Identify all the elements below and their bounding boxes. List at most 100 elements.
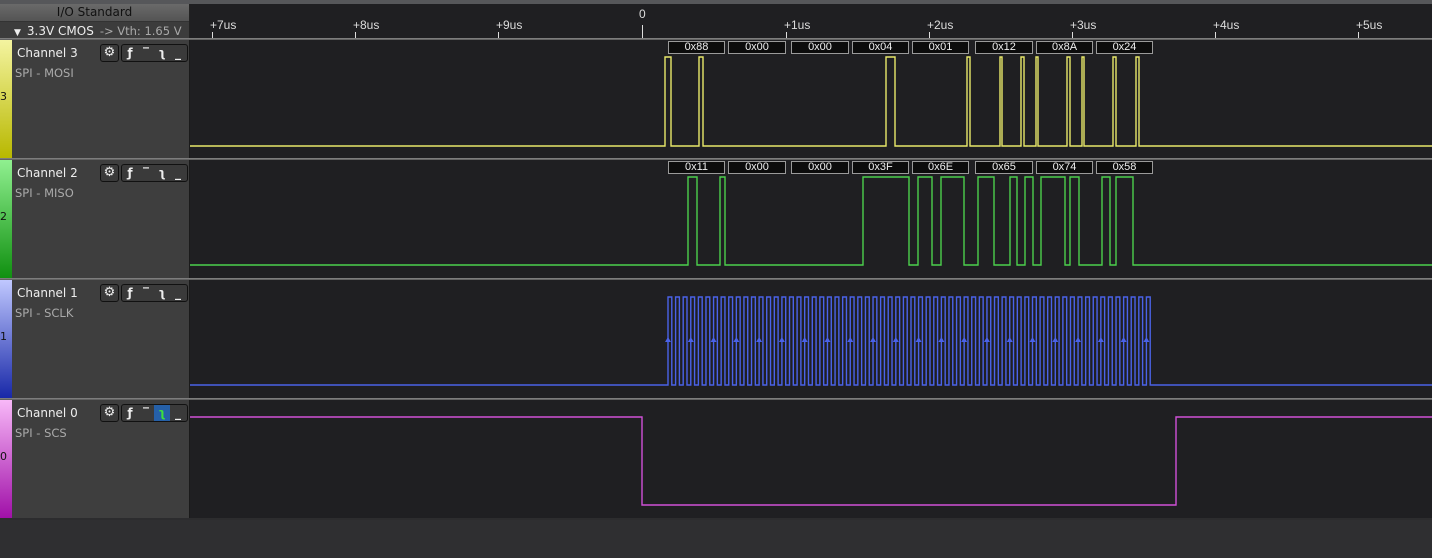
waveform-mosi bbox=[190, 56, 1432, 147]
channel-separator[interactable] bbox=[0, 278, 1432, 280]
low-level-trigger-icon[interactable]: _ bbox=[175, 286, 181, 300]
io-standard-value: 3.3V CMOS bbox=[26, 24, 94, 38]
decoded-byte-label[interactable]: 0x04 bbox=[852, 41, 909, 54]
falling-edge-trigger-icon[interactable]: ʅ bbox=[158, 46, 166, 60]
gear-icon: ⚙ bbox=[103, 285, 116, 300]
decoded-byte-label[interactable]: 0x01 bbox=[912, 41, 969, 54]
decoded-byte-label[interactable]: 0x74 bbox=[1036, 161, 1093, 174]
ruler-tick bbox=[1358, 32, 1359, 39]
channel-analyzer-label: SPI - MOSI bbox=[15, 66, 74, 80]
channel-settings-button[interactable]: ⚙ bbox=[100, 44, 119, 62]
decoded-byte-label[interactable]: 0x58 bbox=[1096, 161, 1153, 174]
low-level-trigger-icon[interactable]: _ bbox=[175, 166, 181, 180]
ruler-tick bbox=[498, 32, 499, 39]
decoded-byte-label[interactable]: 0x24 bbox=[1096, 41, 1153, 54]
decoded-byte-label[interactable]: 0x12 bbox=[975, 41, 1033, 54]
channel-analyzer-label: SPI - SCS bbox=[15, 426, 67, 440]
channel-separator[interactable] bbox=[0, 158, 1432, 160]
rising-edge-trigger-icon[interactable]: ƒ bbox=[127, 166, 133, 180]
high-level-trigger-icon[interactable]: ‾ bbox=[143, 166, 149, 180]
ruler-tick-label: +9us bbox=[496, 18, 523, 32]
channel-index: 2 bbox=[0, 210, 7, 223]
ruler-tick bbox=[212, 32, 213, 39]
channel-label-panel[interactable]: 1 Channel 1 SPI - SCLK ⚙ ƒ ‾ ʅ _ bbox=[0, 280, 190, 398]
ruler-tick-label: +1us bbox=[784, 18, 811, 32]
high-level-trigger-icon[interactable]: ‾ bbox=[143, 286, 149, 300]
channel-separator[interactable] bbox=[0, 398, 1432, 400]
io-standard-header: I/O Standard ▼3.3V CMOS-> Vth: 1.65 V bbox=[0, 4, 190, 40]
channel-index: 3 bbox=[0, 90, 7, 103]
channel-settings-button[interactable]: ⚙ bbox=[100, 164, 119, 182]
waveform-sclk bbox=[190, 296, 1432, 386]
channel-label-panel[interactable]: 3 Channel 3 SPI - MOSI ⚙ ƒ ‾ ʅ _ bbox=[0, 40, 190, 158]
low-level-trigger-icon[interactable]: _ bbox=[175, 46, 181, 60]
channel-color-strip bbox=[0, 280, 12, 398]
channel-name[interactable]: Channel 3 bbox=[17, 46, 78, 60]
decoded-byte-label[interactable]: 0x00 bbox=[728, 41, 786, 54]
decoded-byte-label[interactable]: 0x88 bbox=[668, 41, 725, 54]
decoded-byte-label[interactable]: 0x8A bbox=[1036, 41, 1093, 54]
waveform-scs bbox=[190, 416, 1432, 506]
rising-edge-trigger-icon[interactable]: ƒ bbox=[127, 286, 133, 300]
decoded-byte-label[interactable]: 0x00 bbox=[791, 41, 849, 54]
high-level-trigger-icon[interactable]: ‾ bbox=[143, 406, 149, 420]
waveform-area[interactable] bbox=[190, 400, 1432, 518]
signal-trace bbox=[190, 416, 1432, 506]
waveform-area[interactable] bbox=[190, 280, 1432, 398]
ruler-tick bbox=[786, 32, 787, 39]
channel-color-strip bbox=[0, 40, 12, 158]
top-edge-bar bbox=[0, 0, 1432, 4]
channel-analyzer-label: SPI - SCLK bbox=[15, 306, 74, 320]
falling-edge-trigger-icon[interactable]: ʅ bbox=[158, 286, 166, 300]
rising-edge-trigger-icon[interactable]: ƒ bbox=[127, 46, 133, 60]
decoded-byte-label[interactable]: 0x00 bbox=[728, 161, 786, 174]
trigger-selector: ƒ ‾ ʅ _ bbox=[121, 164, 188, 182]
channel-color-strip bbox=[0, 160, 12, 278]
rising-edge-trigger-icon[interactable]: ƒ bbox=[127, 406, 133, 420]
ruler-tick-label: +5us bbox=[1356, 18, 1383, 32]
empty-area bbox=[0, 520, 1432, 558]
ruler-tick-label: +2us bbox=[927, 18, 954, 32]
channel-name[interactable]: Channel 0 bbox=[17, 406, 78, 420]
decoded-byte-label[interactable]: 0x3F bbox=[852, 161, 909, 174]
gear-icon: ⚙ bbox=[103, 45, 116, 60]
channel-settings-button[interactable]: ⚙ bbox=[100, 284, 119, 302]
decoded-byte-label[interactable]: 0x65 bbox=[975, 161, 1033, 174]
io-standard-title: I/O Standard bbox=[0, 4, 189, 22]
high-level-trigger-icon[interactable]: ‾ bbox=[143, 46, 149, 60]
channel-analyzer-label: SPI - MISO bbox=[15, 186, 74, 200]
ruler-tick-label: +7us bbox=[210, 18, 237, 32]
signal-trace bbox=[190, 176, 1432, 266]
channel-label-panel[interactable]: 2 Channel 2 SPI - MISO ⚙ ƒ ‾ ʅ _ bbox=[0, 160, 190, 278]
decoded-byte-label[interactable]: 0x11 bbox=[668, 161, 725, 174]
decoded-byte-label[interactable]: 0x00 bbox=[791, 161, 849, 174]
ruler-tick-label: +3us bbox=[1070, 18, 1097, 32]
channel-index: 1 bbox=[0, 330, 7, 343]
channel-separator[interactable] bbox=[0, 38, 1432, 40]
signal-trace bbox=[190, 56, 1432, 147]
trigger-selector: ƒ ‾ ʅ _ bbox=[121, 44, 188, 62]
channel-settings-button[interactable]: ⚙ bbox=[100, 404, 119, 422]
channel-row-1: 1 Channel 1 SPI - SCLK ⚙ ƒ ‾ ʅ _ bbox=[0, 280, 1432, 398]
channel-name[interactable]: Channel 1 bbox=[17, 286, 78, 300]
trigger-selector: ƒ ‾ ʅ _ bbox=[121, 284, 188, 302]
ruler-tick bbox=[642, 25, 643, 39]
falling-edge-trigger-icon[interactable]: ʅ bbox=[154, 405, 170, 421]
falling-edge-trigger-icon[interactable]: ʅ bbox=[158, 166, 166, 180]
decoded-byte-label[interactable]: 0x6E bbox=[912, 161, 969, 174]
ruler-tick bbox=[1215, 32, 1216, 39]
low-level-trigger-icon[interactable]: _ bbox=[175, 406, 181, 420]
io-standard-selector[interactable]: ▼3.3V CMOS-> Vth: 1.65 V bbox=[0, 22, 189, 40]
channel-name[interactable]: Channel 2 bbox=[17, 166, 78, 180]
gear-icon: ⚙ bbox=[103, 405, 116, 420]
signal-trace bbox=[190, 296, 1432, 386]
ruler-tick-label: +4us bbox=[1213, 18, 1240, 32]
triangle-down-icon: ▼ bbox=[14, 28, 21, 38]
ruler-tick bbox=[1072, 32, 1073, 39]
